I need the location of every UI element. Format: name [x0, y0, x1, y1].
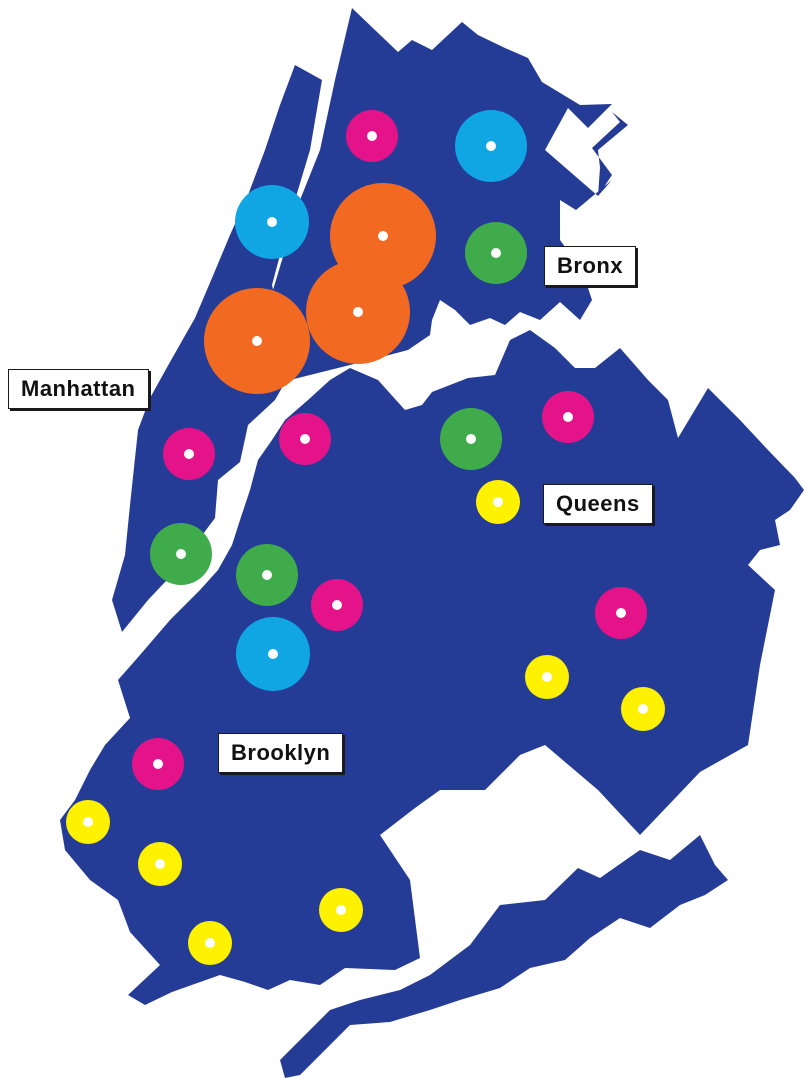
marker-bronx-magenta — [346, 110, 398, 162]
marker-brooklyn-yellow-center — [138, 842, 182, 886]
rockaway-landmass — [280, 835, 728, 1078]
marker-bronx-orange-south — [306, 260, 410, 364]
marker-brooklyn-magenta-west — [132, 738, 184, 790]
marker-brooklyn-yellow-south — [188, 921, 232, 965]
marker-queens-yellow-center — [476, 480, 520, 524]
label-bronx: Bronx — [544, 246, 637, 286]
marker-manhattan-orange — [204, 288, 310, 394]
marker-bronx-green — [465, 222, 527, 284]
marker-brooklyn-magenta-north — [311, 579, 363, 631]
marker-queens-magenta-east — [595, 587, 647, 639]
label-queens: Queens — [543, 484, 653, 524]
marker-brooklyn-yellow-west — [66, 800, 110, 844]
marker-queens-green — [440, 408, 502, 470]
marker-manhattan-magenta — [163, 428, 215, 480]
marker-manhattan-green — [150, 523, 212, 585]
marker-queens-magenta-north — [542, 391, 594, 443]
label-brooklyn: Brooklyn — [218, 733, 344, 773]
marker-queens-yellow-east — [621, 687, 665, 731]
marker-queens-yellow-south — [525, 655, 569, 699]
marker-queens-magenta-west — [279, 413, 331, 465]
marker-brooklyn-cyan — [236, 617, 310, 691]
marker-brooklyn-yellow-east — [319, 888, 363, 932]
marker-bronx-cyan-north — [455, 110, 527, 182]
label-manhattan: Manhattan — [8, 369, 149, 409]
marker-brooklyn-green — [236, 544, 298, 606]
marker-bronx-cyan-west — [235, 185, 309, 259]
